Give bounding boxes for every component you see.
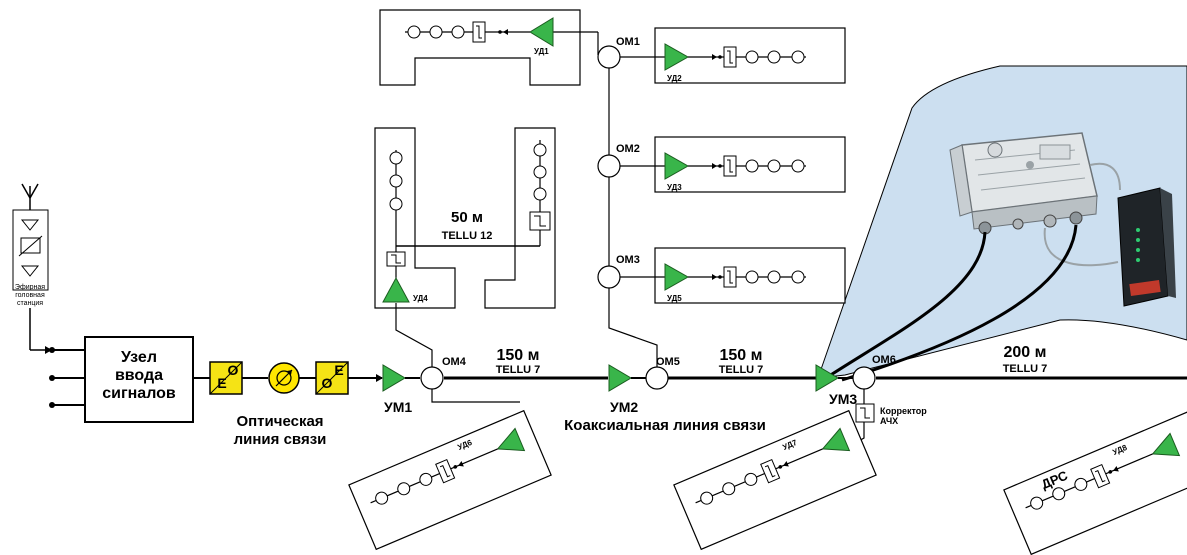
house-ud2: УД2 bbox=[620, 28, 845, 83]
om2-label: ОМ2 bbox=[616, 143, 640, 155]
tap-om5: ОМ5 bbox=[646, 356, 680, 389]
segment-1-length: 150 м bbox=[497, 347, 540, 364]
tap-circle-icon bbox=[646, 367, 668, 389]
riser-length: 50 м bbox=[451, 209, 483, 226]
um3-label: УМ3 bbox=[829, 391, 857, 407]
input-node-label-3: сигналов bbox=[102, 385, 176, 402]
tap-circle-icon bbox=[853, 367, 875, 389]
device-callout bbox=[818, 66, 1187, 380]
tap-om2: ОМ2 bbox=[598, 143, 640, 177]
segment-1-cable: TELLU 7 bbox=[496, 364, 541, 376]
tap-circle-icon bbox=[598, 155, 620, 177]
segment-3-cable: TELLU 7 bbox=[1003, 363, 1048, 375]
optical-label-2: линия связи bbox=[234, 431, 327, 448]
house-ud6: УД6 bbox=[349, 411, 551, 550]
om1-label: ОМ1 bbox=[616, 36, 640, 48]
head-station-label-3: станция bbox=[17, 300, 43, 307]
house-ud5: УД5 bbox=[620, 248, 845, 303]
corrector-label-1: Корректор bbox=[880, 406, 927, 416]
optical-receiver-icon: O E bbox=[316, 362, 348, 394]
tap-circle-icon bbox=[598, 46, 620, 68]
tap-om3: ОМ3 bbox=[598, 254, 640, 288]
house-ud1: УД1 bbox=[380, 10, 598, 85]
segment-2-length: 150 м bbox=[720, 347, 763, 364]
optical-link: E O O E Оптическая линия связи bbox=[193, 362, 348, 448]
optical-transmitter-icon: E O bbox=[210, 362, 242, 394]
tap-circle-icon bbox=[598, 266, 620, 288]
receiver-letter-o: O bbox=[322, 375, 333, 391]
house-ud3: УД3 bbox=[620, 137, 845, 192]
antenna-icon bbox=[22, 184, 38, 210]
house-ud4: УД4 50 м TELLU 12 bbox=[375, 128, 555, 308]
input-lines bbox=[49, 347, 85, 408]
head-station: Эфирная головная станция bbox=[13, 184, 52, 354]
head-station-label-1: Эфирная bbox=[15, 284, 45, 291]
ud2-label: УД2 bbox=[667, 74, 682, 83]
input-node-label-1: Узел bbox=[121, 349, 157, 366]
house-ud8: УД8 ДРС bbox=[1004, 412, 1187, 555]
riser-cable: TELLU 12 bbox=[442, 230, 493, 242]
input-node-label-2: ввода bbox=[115, 367, 163, 384]
cable-modem-icon bbox=[1118, 188, 1176, 306]
coax-line-label: Коаксиальная линия связи bbox=[564, 417, 766, 434]
optical-label-1: Оптическая bbox=[236, 413, 323, 430]
main-amplifier-um1: УМ1 bbox=[383, 365, 420, 415]
segment-2-cable: TELLU 7 bbox=[719, 364, 764, 376]
tap-om1: ОМ1 bbox=[598, 36, 640, 68]
main-amplifier-um2: УМ2 bbox=[609, 365, 646, 415]
om6-label: ОМ6 bbox=[872, 354, 896, 366]
ud4-label: УД4 bbox=[413, 294, 428, 303]
amplifier-triangle-icon bbox=[383, 365, 405, 391]
transmitter-letter-e: E bbox=[217, 375, 226, 391]
corrector-label-2: АЧХ bbox=[880, 416, 898, 426]
trunk-line bbox=[348, 374, 1187, 382]
om4-label: ОМ4 bbox=[442, 356, 467, 368]
om5-label: ОМ5 bbox=[656, 356, 680, 368]
amplifier-triangle-icon bbox=[609, 365, 631, 391]
ud1-label: УД1 bbox=[534, 47, 549, 56]
optical-amplifier-icon bbox=[269, 363, 299, 393]
input-node: Узел ввода сигналов bbox=[85, 337, 193, 422]
um1-label: УМ1 bbox=[384, 399, 412, 415]
riser-to-om1 bbox=[609, 65, 657, 367]
receiver-letter-e: E bbox=[334, 362, 343, 378]
corrector: Корректор АЧХ bbox=[850, 389, 927, 446]
head-station-label-2: головная bbox=[15, 292, 45, 299]
transmitter-letter-o: O bbox=[228, 362, 239, 378]
om3-label: ОМ3 bbox=[616, 254, 640, 266]
um2-label: УМ2 bbox=[610, 399, 638, 415]
segment-3-length: 200 м bbox=[1004, 344, 1047, 361]
ud5-label: УД5 bbox=[667, 294, 682, 303]
tap-om4: ОМ4 bbox=[421, 356, 467, 389]
tap-circle-icon bbox=[421, 367, 443, 389]
ud3-label: УД3 bbox=[667, 183, 682, 192]
